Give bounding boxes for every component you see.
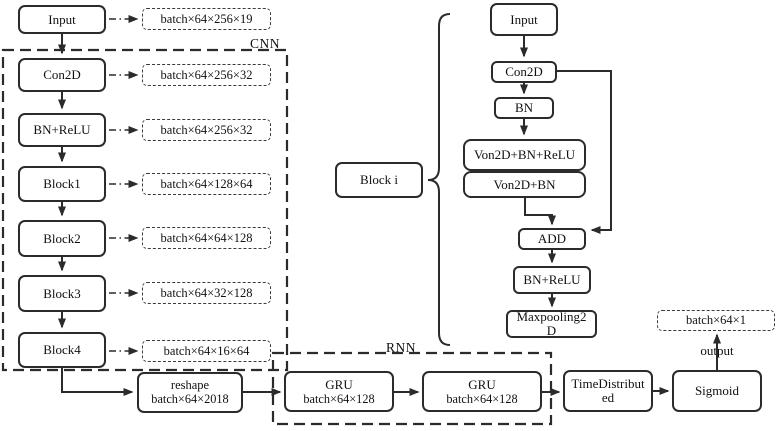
detail-bn-relu-box: BN+ReLU	[513, 266, 591, 294]
block3-box: Block3	[18, 275, 106, 312]
block4-box: Block4	[18, 332, 106, 368]
time-distributed-box: TimeDistributed	[563, 370, 653, 412]
input-shape-box: batch×64×256×19	[142, 8, 271, 30]
block1-shape-box: batch×64×128×64	[142, 173, 271, 195]
block-i-brace	[427, 13, 451, 346]
gru2-label: GRU	[468, 376, 496, 392]
detail-conv-bn-box: Von2D+BN	[463, 171, 586, 198]
gru2-box: GRU batch×64×128	[422, 371, 542, 412]
rnn-region-label: RNN	[386, 340, 417, 355]
output-label: output	[700, 343, 734, 358]
block3-shape-box: batch×64×32×128	[142, 282, 271, 304]
block1-box: Block1	[18, 166, 106, 202]
reshape-box: reshape batch×64×2018	[137, 372, 243, 413]
reshape-label: reshape	[170, 377, 210, 392]
detail-con2d-box: Con2D	[491, 61, 557, 83]
gru2-shape: batch×64×128	[446, 392, 518, 407]
detail-conv-bn-relu-box: Von2D+BN+ReLU	[463, 139, 586, 171]
add-box: ADD	[518, 228, 586, 250]
time-distributed-label: TimeDistributed	[571, 375, 645, 405]
block2-box: Block2	[18, 220, 106, 257]
block-i-box: Block i	[335, 162, 423, 198]
output-shape-box: batch×64×1	[657, 310, 775, 331]
cnn-region-outline	[1, 48, 289, 372]
detail-bn-box: BN	[494, 97, 554, 119]
detail-input-box: Input	[490, 3, 558, 36]
gru1-shape: batch×64×128	[303, 392, 375, 407]
block2-shape-box: batch×64×64×128	[142, 227, 271, 249]
arrow-convbn-add	[524, 198, 556, 226]
block4-shape-box: batch×64×16×64	[142, 340, 271, 362]
arrow-block4-reshape	[61, 368, 134, 396]
maxpooling-label: Maxpooling2D	[516, 308, 587, 338]
bn-relu-box: BN+ReLU	[18, 113, 106, 147]
con2d-shape-box: batch×64×256×32	[142, 64, 271, 86]
skip-connection	[557, 70, 612, 234]
gru1-box: GRU batch×64×128	[284, 371, 394, 412]
sigmoid-box: Sigmoid	[672, 370, 762, 412]
input-box: Input	[18, 5, 106, 34]
gru1-label: GRU	[325, 376, 353, 392]
reshape-shape: batch×64×2018	[151, 391, 229, 406]
maxpooling-box: Maxpooling2D	[506, 308, 597, 338]
cnn-region-label: CNN	[249, 36, 280, 51]
con2d-box: Con2D	[18, 58, 106, 92]
bn-relu-shape-box: batch×64×256×32	[142, 119, 271, 141]
